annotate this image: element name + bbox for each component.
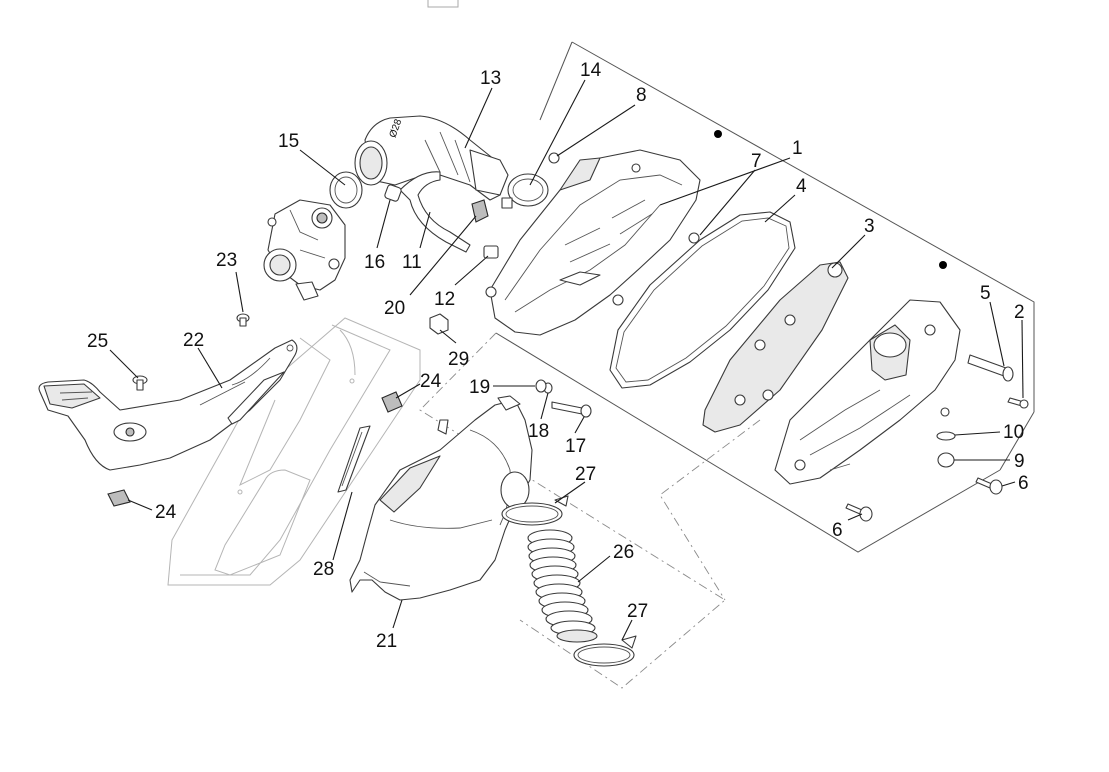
callout-24-upper: 24 <box>420 371 442 392</box>
callout-6-bottom: 6 <box>832 520 843 541</box>
callout-5: 5 <box>980 283 991 304</box>
part-27-hose-clamp-upper <box>501 495 569 526</box>
callout-29: 29 <box>448 349 469 370</box>
callout-15: 15 <box>278 131 299 152</box>
assembly-frame <box>419 41 1035 689</box>
part-cover <box>774 261 961 485</box>
callout-19: 19 <box>469 377 490 398</box>
part-17-bolt <box>551 401 592 418</box>
part-7-grommet <box>688 232 700 244</box>
callout-6-right: 6 <box>1018 473 1029 494</box>
part-1-filter-housing <box>485 130 722 336</box>
callout-1: 1 <box>792 138 803 159</box>
callout-22: 22 <box>183 330 204 351</box>
part-14-clamp <box>501 173 549 209</box>
callout-10: 10 <box>1003 422 1024 443</box>
part-26-corrugated-hose <box>527 529 598 643</box>
part-15-clamp <box>329 171 363 209</box>
part-25-screw <box>132 375 148 391</box>
callout-28: 28 <box>313 559 334 580</box>
callout-27-lower: 27 <box>627 601 648 622</box>
part-21-intake-housing <box>349 395 533 601</box>
callout-26: 26 <box>613 542 634 563</box>
callout-21: 21 <box>376 631 397 652</box>
part-2-screw <box>1007 397 1029 409</box>
chassis-outline <box>167 317 421 586</box>
part-10-clamp <box>936 431 956 441</box>
part-11-breather-hose <box>399 171 471 253</box>
callout-2: 2 <box>1014 302 1025 323</box>
part-5-bolt <box>967 354 1014 382</box>
part-6-screw-right <box>975 477 1003 495</box>
callout-8: 8 <box>636 85 647 106</box>
callout-27-upper: 27 <box>575 464 596 485</box>
throttle-body <box>263 199 346 301</box>
callouts: 13 14 8 15 1 7 4 3 16 11 23 12 20 5 2 25… <box>87 60 1029 652</box>
callout-7: 7 <box>751 151 762 172</box>
part-29-nut <box>429 313 449 335</box>
part-12-nut <box>483 245 499 259</box>
part-24-clip-lower <box>107 489 131 507</box>
part-24-clip-upper <box>381 391 403 413</box>
part-3-filter-element <box>702 261 849 433</box>
part-19-washer <box>535 379 547 393</box>
callout-9: 9 <box>1014 451 1025 472</box>
part-13-intake-manifold: Ø28 <box>354 115 509 201</box>
top-marker-box <box>427 0 459 8</box>
callout-20: 20 <box>384 298 405 319</box>
part-28-gasket-strip <box>337 425 371 493</box>
part-9-cap <box>937 452 955 468</box>
callout-11: 11 <box>402 252 422 273</box>
callout-24-lower: 24 <box>155 502 177 523</box>
callout-17: 17 <box>565 436 586 457</box>
callout-4: 4 <box>796 176 807 197</box>
callout-23: 23 <box>216 250 237 271</box>
part-8-grommet <box>548 152 560 164</box>
part-22-air-duct <box>38 339 298 471</box>
callout-14: 14 <box>580 60 602 81</box>
callout-25: 25 <box>87 331 108 352</box>
part-16-fitting <box>384 184 402 202</box>
part-27-hose-clamp-lower <box>573 635 637 667</box>
callout-18: 18 <box>528 421 549 442</box>
part-4-gasket <box>609 211 796 389</box>
part-23-screw <box>236 313 250 327</box>
callout-16: 16 <box>364 252 385 273</box>
callout-12: 12 <box>434 289 455 310</box>
part-6-screw-bottom <box>845 503 873 522</box>
callout-3: 3 <box>864 216 875 237</box>
callout-13: 13 <box>480 68 501 89</box>
leader-lines <box>109 79 1024 641</box>
